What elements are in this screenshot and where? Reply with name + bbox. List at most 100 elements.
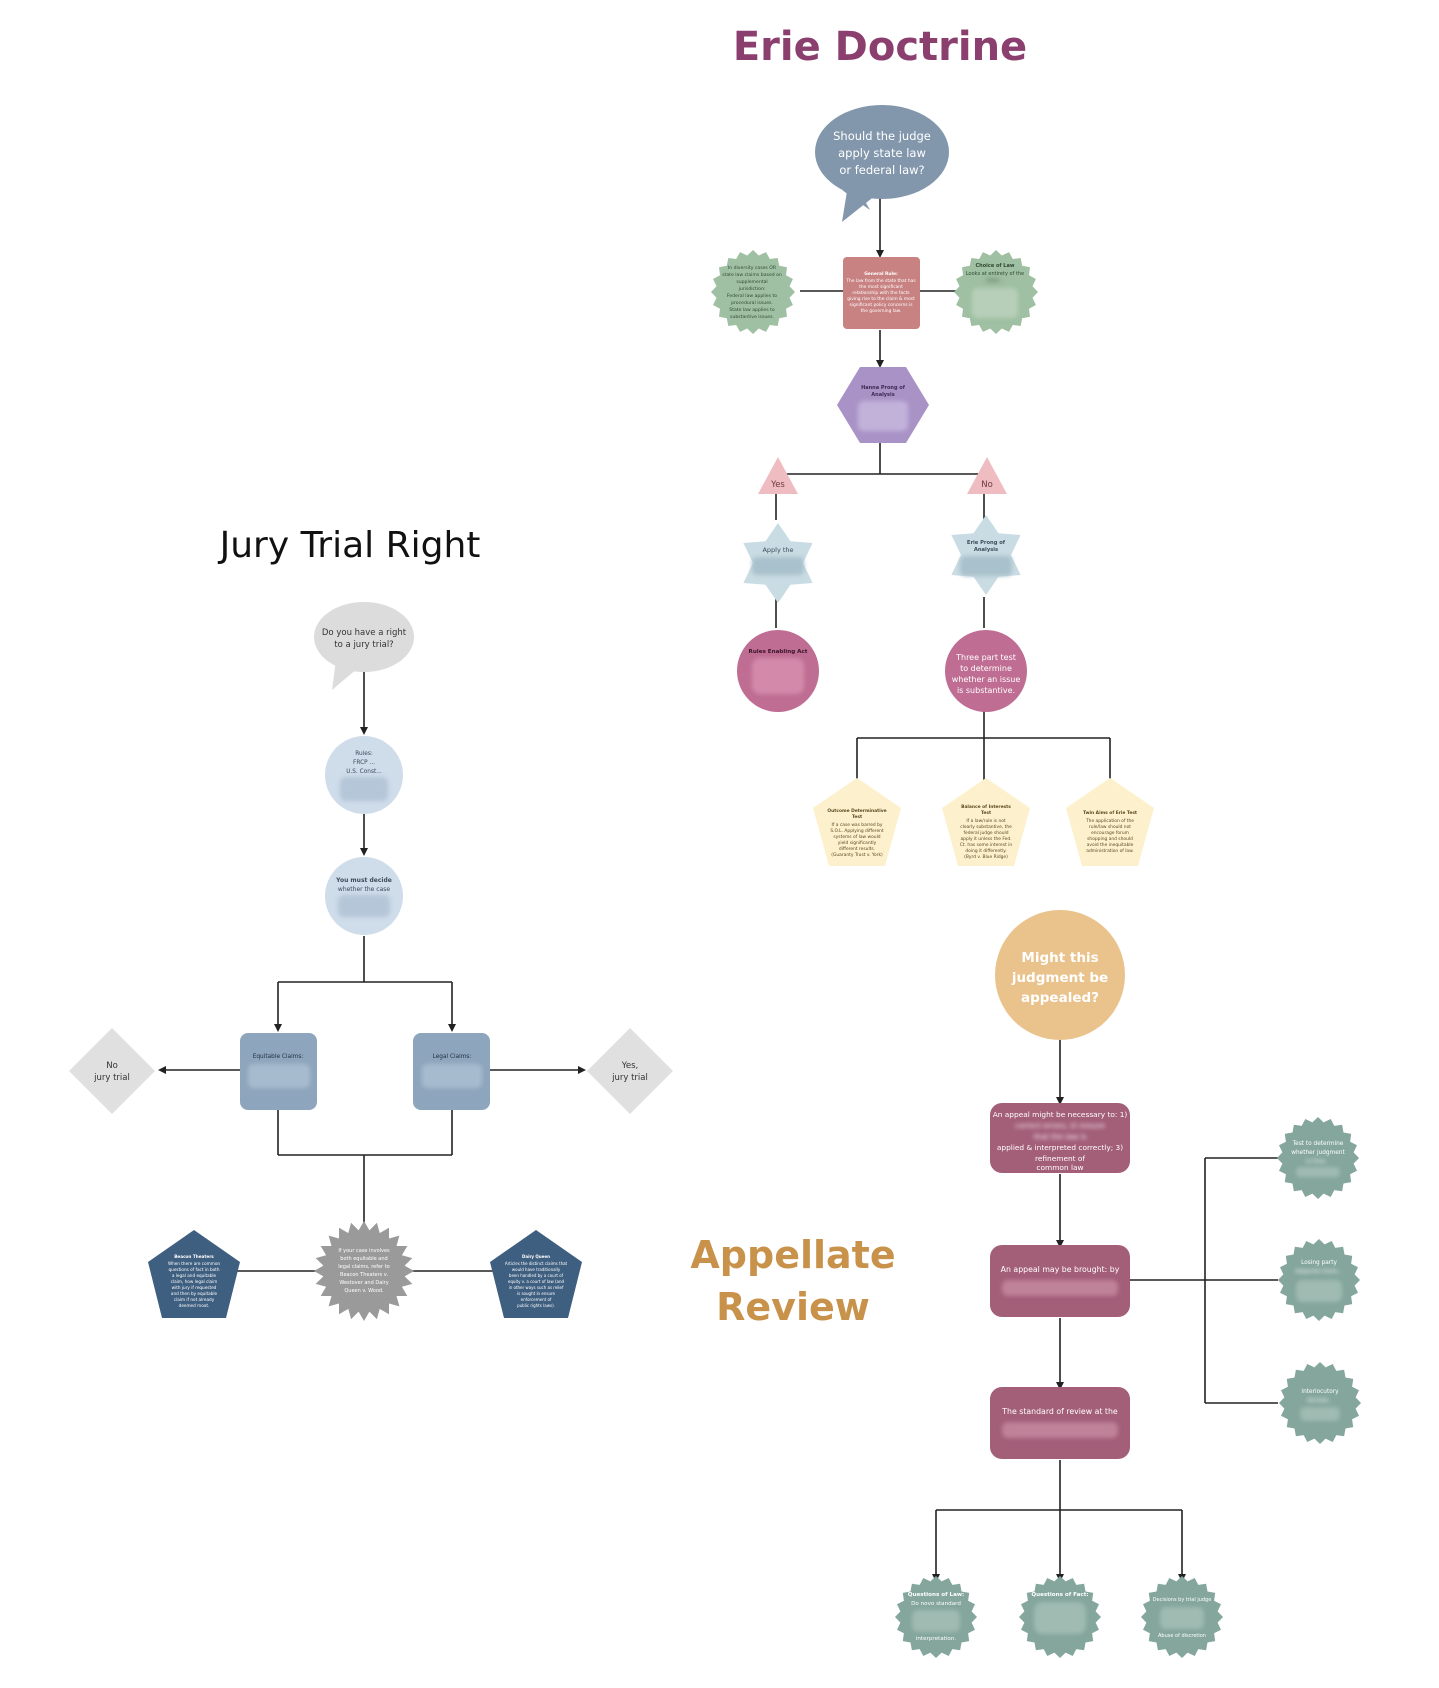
blurred-text <box>248 1064 310 1088</box>
discretion-extra: Abuse of discretion <box>1158 1633 1206 1639</box>
appeal-question-line: Might this <box>1021 950 1098 966</box>
legal-claims-box: Legal Claims: <box>413 1033 490 1110</box>
appeal-purpose-box: An appeal might be necessary to: 1) corr… <box>990 1103 1130 1173</box>
diversity-seal: In diversity cases OR state law claims b… <box>711 250 795 334</box>
beacon-line: claim, how legal claim <box>171 1279 218 1284</box>
twin-aims-line: rule/law should not <box>1089 824 1131 830</box>
rules-line: Rules: <box>355 751 373 757</box>
three-part-line: whether an issue <box>952 675 1021 684</box>
jury-question-line: to a jury trial? <box>334 640 393 650</box>
hanna-heading: Hanna Prong of <box>861 385 906 391</box>
general-rule-line: The law from the state that has <box>845 278 916 284</box>
seal-line: state law claims based on <box>722 272 782 278</box>
balance-line: apply it unless the Fed. <box>960 836 1011 842</box>
balance-line: doing it differently. <box>965 848 1006 854</box>
balance-line: If a law/rule is not <box>966 818 1006 824</box>
general-rule-line: significant policy concerns is <box>849 302 913 308</box>
interlocutory-seal: Interlocutory Review... <box>1279 1362 1361 1444</box>
dairy-line: equity v. a court of law (and <box>508 1279 565 1284</box>
jury-title: Jury Trial Right <box>218 525 481 566</box>
seal-line: substantive issues. <box>730 314 774 320</box>
outcome-line: systems of law would <box>833 834 880 840</box>
beacon-theaters-pentagon: Beacon Theaters When there are common qu… <box>148 1230 240 1318</box>
erie-question-line-2: apply state law <box>838 146 926 160</box>
erie-prong-heading: Analysis <box>974 547 998 553</box>
no-triangle: No <box>967 457 1007 494</box>
questions-of-fact-seal: Questions of Fact: <box>1019 1576 1101 1658</box>
twin-aims-pentagon: Twin Aims of Erie Test The application o… <box>1066 778 1154 866</box>
erie-prong-star: Erie Prong of Analysis <box>951 515 1021 595</box>
appellate-title-line-1: Appellate <box>690 1233 895 1277</box>
beacon-line: a legal and equitable <box>172 1273 217 1278</box>
general-rule-line: the governing law. <box>861 308 902 314</box>
blurred-text <box>1296 1280 1342 1302</box>
beacon-line: and then by equitable <box>171 1291 218 1296</box>
starburst-line: Queen v. Wood. <box>344 1288 384 1294</box>
seal-line: State law applies to <box>729 307 775 313</box>
seal-line: In diversity cases OR <box>728 265 777 271</box>
appeal-question-circle: Might this judgment be appealed? <box>995 910 1125 1040</box>
questions-of-law-extra: interpretation. <box>916 1636 957 1642</box>
starburst-line: If your case involves <box>338 1248 390 1254</box>
no-jury-line: jury trial <box>93 1073 130 1083</box>
twin-aims-line: avoid the inequitable <box>1087 842 1134 848</box>
arrowhead <box>360 848 368 856</box>
seal-line: procedural issues. <box>731 300 773 306</box>
beacon-heading: Beacon Theaters <box>174 1254 214 1259</box>
losing-party-seal: Losing party Requires more... <box>1278 1239 1360 1321</box>
appeal-brought-box: An appeal may be brought: by <box>990 1245 1130 1317</box>
blurred-text <box>1002 1280 1118 1296</box>
beacon-line: with jury if requested <box>172 1285 217 1290</box>
balance-line: clearly substantive, the <box>960 824 1012 830</box>
starburst-line: both equitable and <box>340 1256 387 1262</box>
jury-connectors <box>162 672 582 1272</box>
balance-line: federal judge should <box>963 830 1008 836</box>
three-part-line: is substantive. <box>957 686 1015 695</box>
erie-title: Erie Doctrine <box>733 24 1027 70</box>
blurred-text <box>1300 1407 1340 1421</box>
equitable-claims-box: Equitable Claims: <box>240 1033 317 1110</box>
arrowhead <box>1056 1097 1064 1105</box>
dairy-heading: Dairy Queen <box>522 1254 550 1259</box>
blurred-text <box>960 556 1012 576</box>
decide-line: whether the case <box>338 886 390 893</box>
both-claims-starburst: If your case involves both equitable and… <box>314 1221 414 1321</box>
outcome-heading: Test <box>852 814 862 820</box>
outcome-line: If a case was barred by <box>832 822 883 828</box>
jury-question-bubble: Do you have a right to a jury trial? <box>314 602 414 690</box>
rules-line: FRCP ... <box>353 760 375 766</box>
rules-circle: Rules: FRCP ... U.S. Const... <box>325 736 403 814</box>
final-judgment-line: whether judgment <box>1291 1150 1345 1156</box>
blurred-text <box>752 658 804 694</box>
blurred-text <box>912 1610 960 1632</box>
outcome-line: yield significantly <box>838 840 877 846</box>
apply-star: Apply the <box>743 523 813 603</box>
blurred-text <box>340 777 388 801</box>
three-part-test-circle: Three part test to determine whether an … <box>945 630 1027 712</box>
losing-party-line: Losing party <box>1301 1260 1337 1266</box>
appellate-section: Appellate Review Might this judgme <box>690 910 1361 1658</box>
starburst-line: legal claims, refer to <box>338 1264 389 1270</box>
arrowhead <box>448 1024 456 1032</box>
balance-heading: Balance of Interests <box>961 804 1011 810</box>
general-rule-box: General Rule: The law from the state tha… <box>843 257 920 329</box>
starburst-line: Westover and Dairy <box>339 1280 388 1286</box>
final-judgment-line: Test to determine <box>1292 1141 1344 1147</box>
blurred-text <box>752 557 804 575</box>
blurred-text <box>972 288 1018 318</box>
apply-star-label: Apply the <box>762 546 793 554</box>
no-label: No <box>981 480 993 490</box>
yes-jury-line: Yes, <box>621 1061 638 1071</box>
balance-heading: Test <box>981 810 991 816</box>
arrowhead <box>876 250 884 258</box>
erie-connectors <box>775 195 1111 780</box>
decide-line: You must decide <box>335 877 392 884</box>
choice-of-law-line: Looks at entirety of the <box>966 271 1024 277</box>
beacon-line: deemed moot. <box>179 1303 210 1308</box>
choice-of-law-seal: Choice of Law Looks at entirety of the c… <box>954 250 1038 334</box>
outcome-line: S.O.L. Applying different <box>830 828 884 834</box>
yes-triangle: Yes <box>758 457 798 494</box>
appeal-purpose-line: applied & interpreted correctly; 3) <box>997 1143 1123 1152</box>
beacon-line: When there are common <box>168 1261 220 1266</box>
erie-question-line-3: or federal law? <box>839 163 924 177</box>
